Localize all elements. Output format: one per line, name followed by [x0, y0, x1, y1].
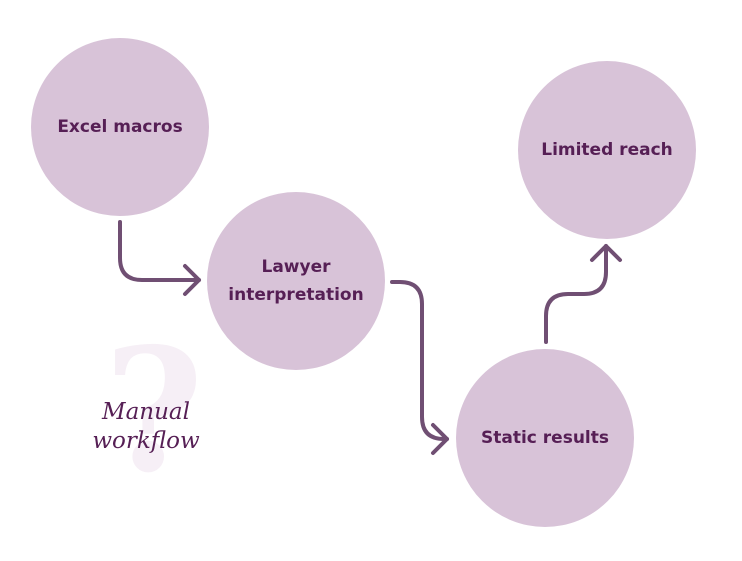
arrowhead-excel-to-lawyer — [183, 264, 201, 296]
connector-lawyer-to-static — [390, 280, 449, 441]
question-mark-icon: ? — [104, 311, 204, 511]
diagram-caption: Manual workflow — [70, 398, 222, 456]
node-limited-reach: Limited reach — [518, 61, 696, 239]
node-excel-macros: Excel macros — [31, 38, 209, 216]
arrowhead-lawyer-to-static — [431, 423, 449, 455]
node-lawyer-interpretation: Lawyer interpretation — [207, 192, 385, 370]
node-label: Static results — [481, 428, 609, 448]
node-label: Lawyer interpretation — [228, 257, 364, 305]
node-static-results: Static results — [456, 349, 634, 527]
caption-line-1: Manual — [102, 399, 190, 425]
node-label: Excel macros — [57, 117, 183, 137]
caption-line-2: workflow — [92, 428, 200, 454]
connector-static-to-limited — [544, 244, 608, 344]
connector-excel-to-lawyer — [118, 220, 201, 282]
arrowhead-static-to-limited — [590, 244, 622, 262]
node-label: Limited reach — [541, 140, 673, 160]
